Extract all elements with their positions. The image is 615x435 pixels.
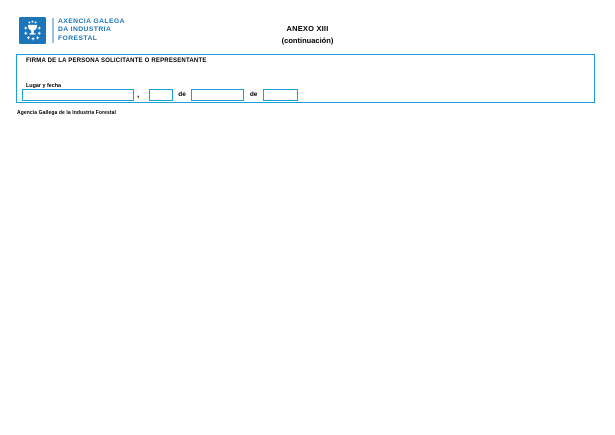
place-date-row: , de de (22, 89, 299, 101)
annex-heading: ANEXO XIII (continuación) (0, 24, 615, 45)
agency-name-line2: DA INDUSTRIA (58, 26, 112, 34)
footer-agency-name: Agencia Gallega de la Industria Forestal (17, 110, 117, 116)
place-input[interactable] (22, 89, 134, 101)
xunta-emblem-icon (19, 17, 46, 44)
agency-name-block: AXENCIA GALEGA DA INDUSTRIA FORESTAL (58, 18, 125, 43)
signature-section: FIRMA DE LA PERSONA SOLICITANTE O REPRES… (16, 54, 595, 103)
annex-title: ANEXO XIII (286, 24, 329, 33)
agency-name-line1: AXENCIA GALEGA (58, 18, 125, 25)
comma-separator: , (137, 90, 140, 99)
de-separator-1: de (178, 91, 186, 98)
place-date-label: Lugar y fecha (26, 83, 62, 89)
de-separator-2: de (249, 91, 258, 98)
agency-name-line3: FORESTAL (58, 34, 98, 42)
year-input[interactable] (263, 89, 299, 101)
month-input[interactable] (190, 89, 244, 101)
day-input[interactable] (149, 89, 174, 101)
logo-divider (52, 18, 54, 43)
signature-section-title: FIRMA DE LA PERSONA SOLICITANTE O REPRES… (26, 58, 207, 64)
annex-subtitle: (continuación) (281, 36, 334, 45)
